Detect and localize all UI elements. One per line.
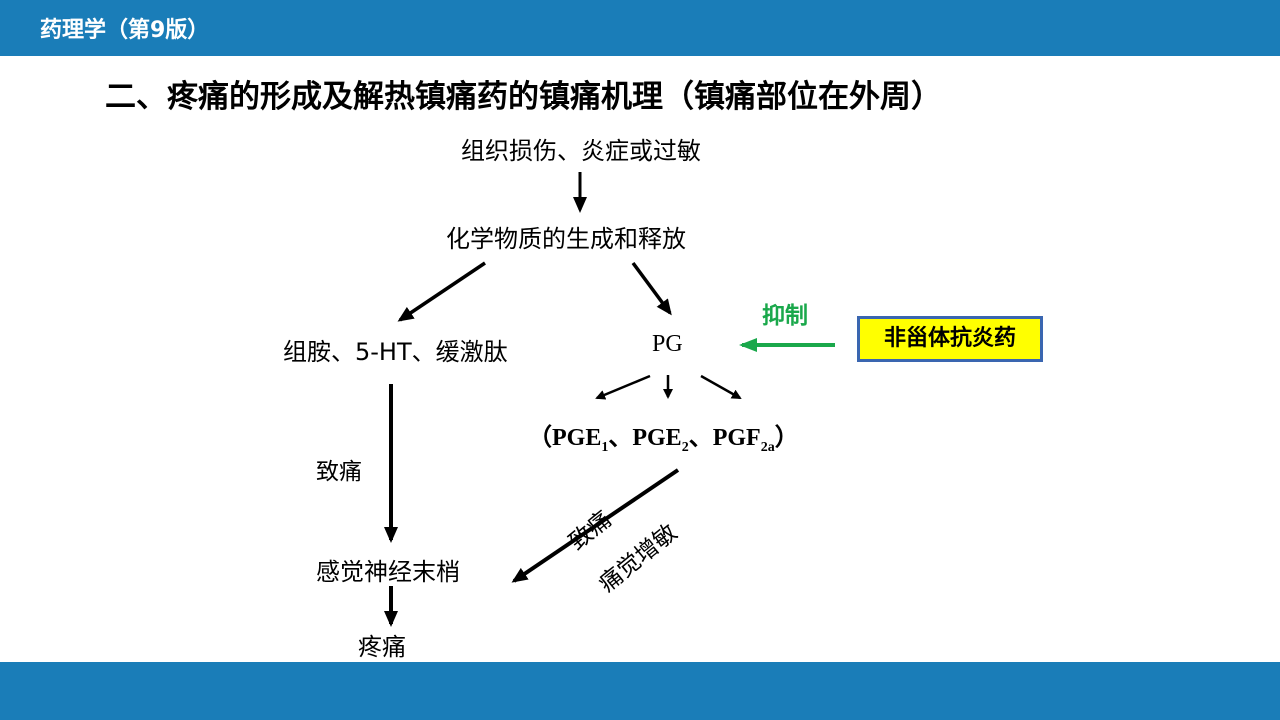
arrow-chemicals-to-mediators	[397, 261, 486, 322]
pg-close-paren: ）	[774, 425, 799, 451]
pge1-label: PGE	[552, 425, 602, 451]
arrow-pg-subtypes-to-nerve	[511, 468, 680, 583]
arrow-pg-right	[700, 374, 742, 400]
node-pain: 疼痛	[358, 633, 406, 661]
node-chemicals: 化学物质的生成和释放	[446, 225, 686, 253]
node-mediators: 组胺、5-HT、缓激肽	[283, 338, 508, 366]
pgf-subscript: 2a	[760, 439, 775, 455]
pge2-subscript: 2	[681, 439, 689, 455]
pg-separator-1: 、	[608, 425, 633, 451]
node-tissue-injury: 组织损伤、炎症或过敏	[461, 137, 701, 165]
label-cause-pain-left: 致痛	[316, 459, 362, 485]
footer-bar	[0, 662, 1280, 720]
slide-title: 二、疼痛的形成及解热镇痛药的镇痛机理（镇痛部位在外周）	[105, 79, 942, 115]
pge1-subscript: 1	[601, 439, 609, 455]
pge2-label: PGE	[632, 425, 682, 451]
course-title: 药理学（第9版）	[40, 18, 210, 43]
arrow-chemicals-to-pg	[631, 261, 672, 316]
pg-separator-2: 、	[688, 425, 713, 451]
arrow-pg-left	[595, 374, 651, 400]
node-nerve-endings: 感觉神经末梢	[316, 558, 460, 586]
header-bar: 药理学（第9版）	[0, 0, 1280, 56]
node-pg: PG	[652, 331, 683, 357]
pg-open-paren: （	[528, 425, 552, 451]
pgf-label: PGF	[712, 425, 761, 451]
pg-subtypes: （PGE1、PGE2、PGF2a）	[528, 417, 799, 456]
label-inhibit: 抑制	[762, 303, 808, 329]
drug-box-nsaids: 非甾体抗炎药	[857, 316, 1043, 362]
